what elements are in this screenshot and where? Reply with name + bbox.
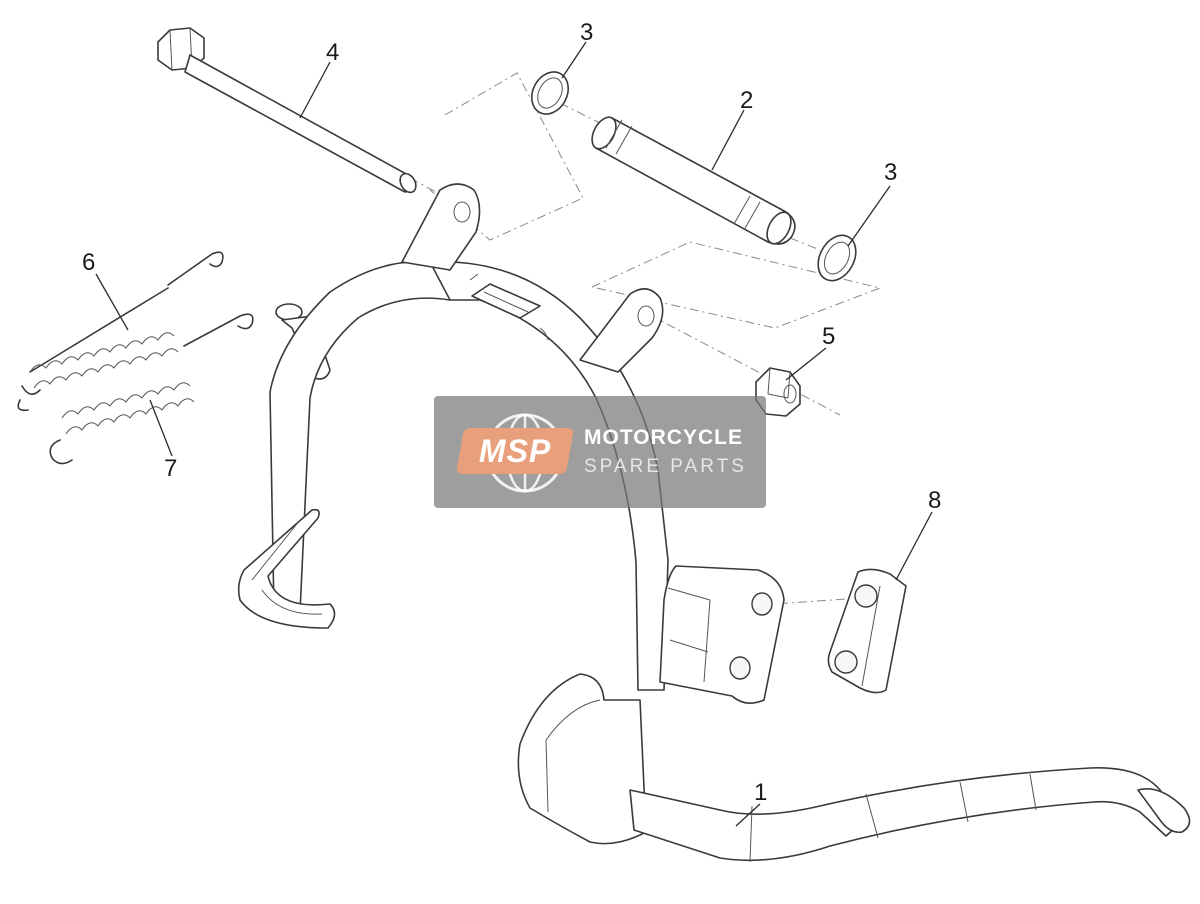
callout-8: 8	[928, 487, 941, 514]
watermark-badge: MSP	[455, 428, 575, 474]
callouts: 1 2 3 3 4 5 6 7 8	[82, 19, 941, 806]
part-4-bolt	[157, 27, 417, 194]
watermark-line-2: SPARE PARTS	[584, 456, 747, 477]
part-8-rubber-block	[827, 568, 907, 694]
part-1-main-stand	[237, 183, 1191, 863]
part-3-washer-upper	[530, 71, 570, 115]
callout-1: 1	[754, 779, 767, 806]
part-6-spring	[17, 251, 224, 412]
callout-3-lower: 3	[884, 159, 897, 186]
part-2-pin	[591, 116, 796, 245]
callout-7: 7	[164, 455, 177, 482]
callout-6: 6	[82, 249, 95, 276]
leader-lines	[95, 41, 933, 827]
part-7-spring	[49, 313, 254, 465]
watermark-line-1: MOTORCYCLE	[584, 426, 743, 449]
callout-4: 4	[326, 39, 339, 66]
watermark-badge-text: MSP	[478, 432, 552, 469]
part-3-washer-lower	[817, 234, 857, 282]
watermark-logo: MSP MOTORCYCLE SPARE PARTS	[434, 396, 766, 508]
callout-5: 5	[822, 323, 835, 350]
callout-3-upper: 3	[580, 19, 593, 46]
callout-2: 2	[740, 87, 753, 114]
